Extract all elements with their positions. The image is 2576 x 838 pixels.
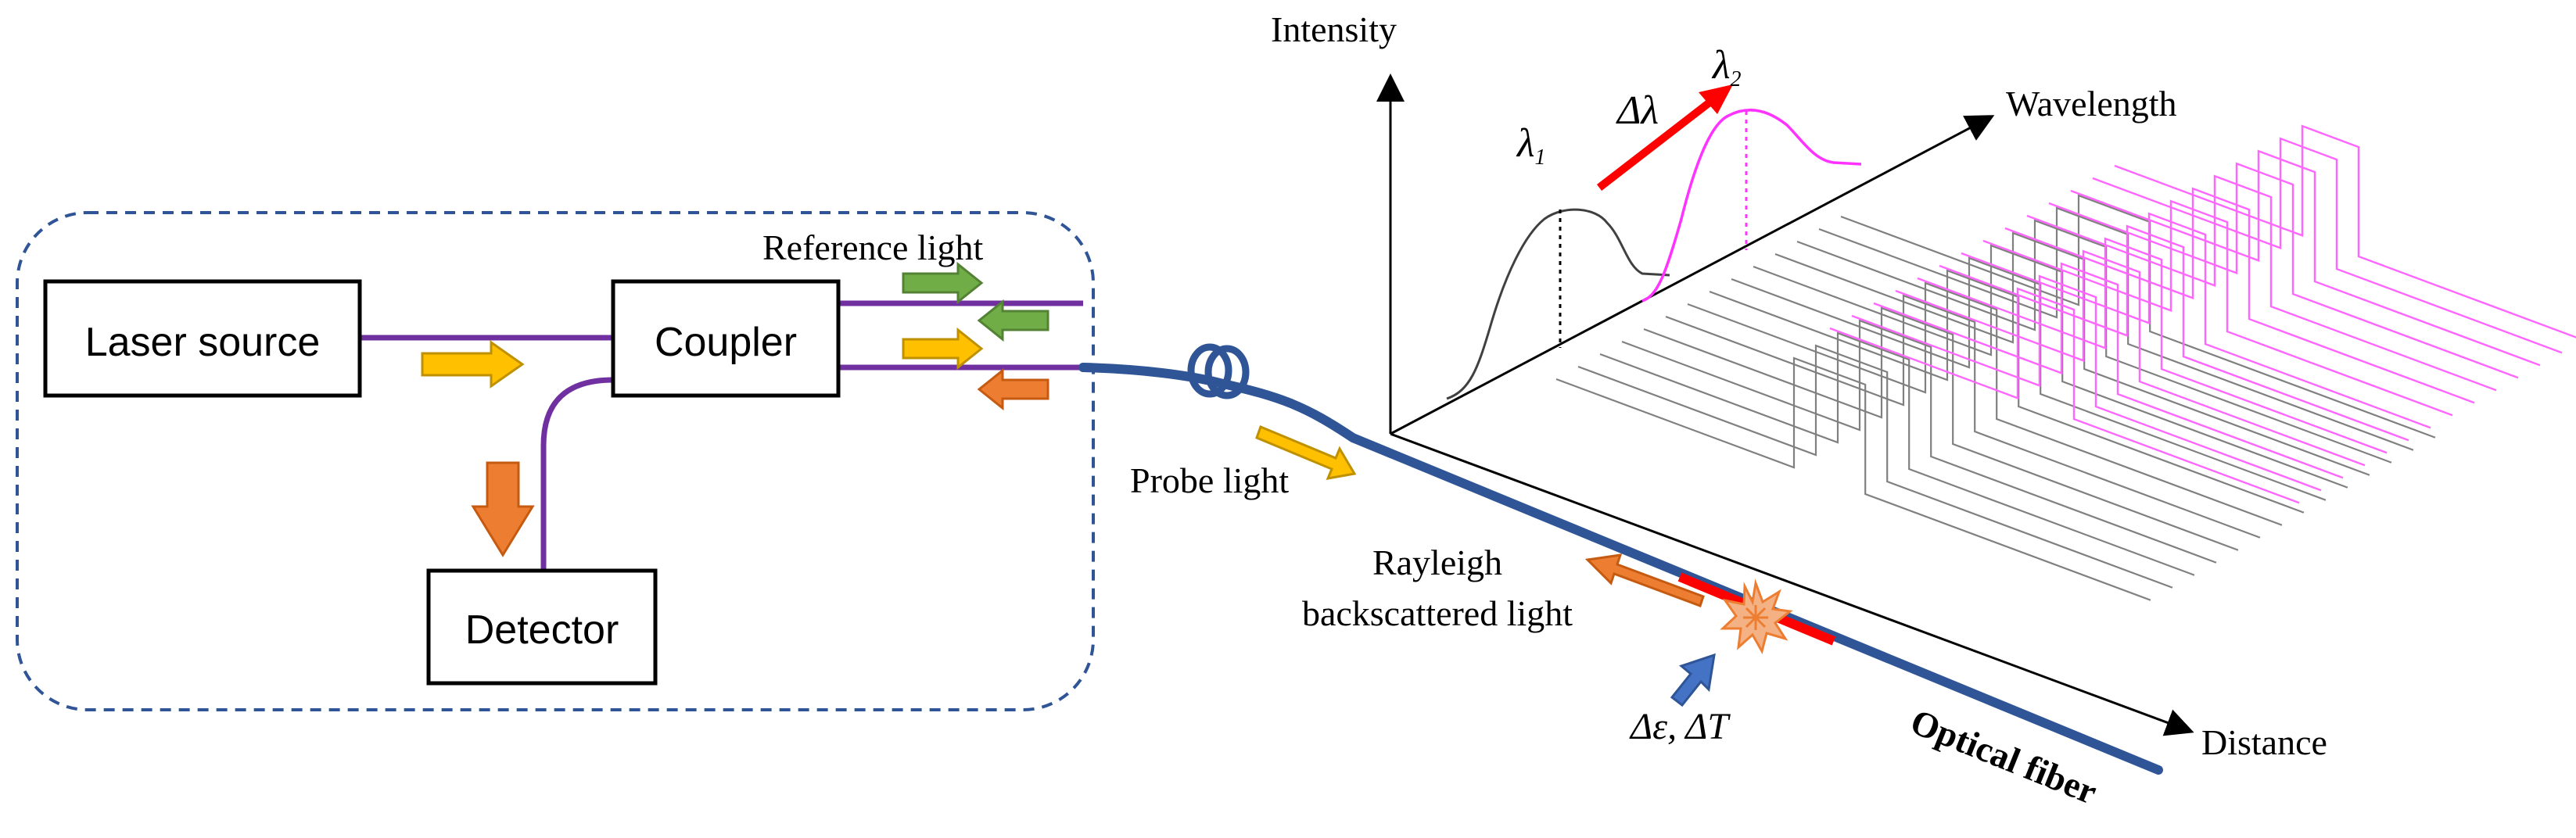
lambda2-label: λ2	[1711, 43, 1742, 91]
spectrum-curve-lambda1	[1446, 208, 1670, 400]
laser-source-label: Laser source	[85, 320, 321, 365]
coupler-label: Coupler	[655, 320, 797, 365]
orange-left-arrow-icon	[977, 367, 1049, 411]
orange-down-arrow-icon	[471, 461, 535, 557]
delta-strain-temp-label: Δε, ΔT	[1629, 706, 1731, 747]
measurement-trace	[1829, 287, 2300, 504]
reference-trace	[1643, 306, 2239, 551]
distance-axis	[1390, 432, 2194, 736]
measurement-trace	[2114, 124, 2576, 338]
backscatter-arrow-icon	[1584, 553, 1705, 607]
reference-light-label: Reference light	[762, 227, 983, 267]
reference-trace	[1731, 256, 2327, 501]
detector-box	[426, 568, 658, 686]
yellow-right-arrow-icon	[902, 327, 984, 371]
green-left-arrow-icon	[977, 299, 1049, 342]
optical-fiber-label: Optical fiber	[1905, 701, 2102, 812]
wavelength-axis-label: Wavelength	[2006, 84, 2177, 124]
reference-trace	[1687, 281, 2283, 526]
measurement-trace	[2092, 137, 2563, 354]
perturbation-arrow-icon	[1670, 653, 1716, 707]
reference-trace	[1599, 331, 2195, 576]
reference-trace	[1774, 231, 2370, 476]
reference-trace-family	[1555, 194, 2436, 601]
measurement-trace	[2026, 174, 2497, 392]
reference-trace	[1753, 244, 2348, 489]
plot-3d: Intensity Wavelength Distance Δλ λ1 λ2	[1271, 9, 2576, 762]
measurement-trace	[2070, 149, 2541, 367]
measurement-trace	[1939, 224, 2409, 442]
measurement-trace	[1873, 262, 2344, 479]
measurement-trace	[1961, 212, 2431, 429]
reference-trace	[1709, 269, 2305, 514]
wavelength-shift-arrow	[1596, 97, 1716, 191]
measurement-trace-family	[1829, 124, 2576, 504]
reference-trace	[1555, 356, 2151, 601]
optical-fiber	[1078, 363, 2163, 775]
distance-axis-label: Distance	[2201, 722, 2327, 762]
probe-light-label: Probe light	[1130, 460, 1289, 500]
spectrum-curve-lambda2	[1641, 109, 1862, 303]
delta-lambda-label: Δλ	[1616, 88, 1659, 133]
detector-label: Detector	[465, 607, 619, 653]
measurement-trace	[2048, 162, 2519, 379]
starburst-icon	[1720, 578, 1793, 654]
reference-trace	[1621, 319, 2217, 564]
reference-trace	[1796, 219, 2392, 464]
wavelength-axis	[1390, 115, 1995, 435]
measurement-trace	[1895, 249, 2366, 467]
instrument-frame	[16, 211, 1095, 711]
yellow-arrow-icon	[421, 340, 525, 389]
rayleigh-label-line1: Rayleigh	[1372, 543, 1502, 582]
measurement-trace	[1917, 237, 2388, 454]
lambda1-label: λ1	[1516, 121, 1546, 170]
probe-light-arrow-icon	[1255, 425, 1357, 480]
coupler-to-detector-line	[540, 377, 614, 571]
green-right-arrow-icon	[902, 261, 984, 305]
measurement-trace	[1851, 274, 2322, 492]
reference-trace	[1577, 344, 2173, 589]
intensity-axis-label: Intensity	[1271, 9, 1397, 49]
laser-source-box	[43, 279, 362, 398]
coupler-box	[611, 279, 841, 398]
reference-trace	[1665, 294, 2261, 539]
measurement-trace	[2004, 187, 2475, 404]
coil-icon	[1187, 343, 1250, 399]
measurement-trace	[1982, 199, 2453, 417]
wavelength-shift-arrow-head	[1699, 84, 1733, 114]
rayleigh-label-line2: backscattered light	[1302, 593, 1573, 633]
